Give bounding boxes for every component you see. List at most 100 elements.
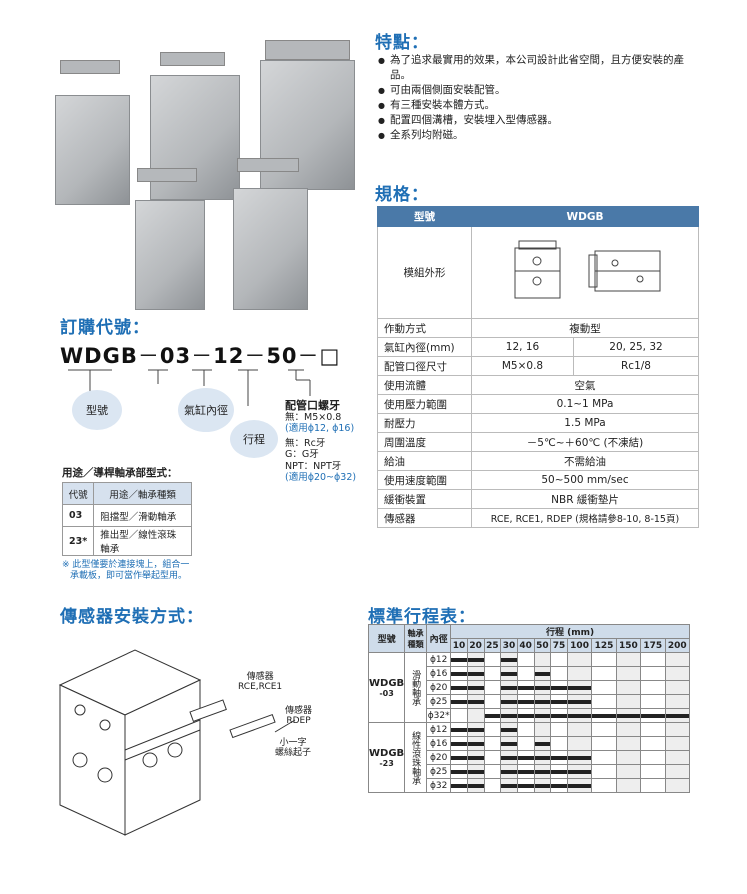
use-header-desc: 用途／軸承種類 [93,482,192,505]
stroke-mark [500,694,518,709]
stroke-mark [483,694,502,709]
stroke-mark [533,750,552,765]
spec-label: 使用速度範圍 [377,470,472,490]
stroke-bore-cell: ϕ12 [426,722,452,737]
stroke-mark [533,764,552,779]
stroke-mark [640,722,666,737]
stroke-mark [640,652,666,667]
stroke-mark [500,680,518,695]
stroke-mark [516,652,535,667]
stroke-mark [516,666,535,681]
stroke-mark [483,666,502,681]
stroke-mark [550,764,568,779]
stroke-bore-cell: ϕ16 [426,666,452,681]
stroke-bore-cell: ϕ16 [426,736,452,751]
stroke-mark [516,680,535,695]
order-title: 訂購代號： [60,318,150,338]
stroke-mark [591,666,617,681]
code-dash: － [191,344,214,368]
port-line: 無：M5×0.8 [285,411,342,423]
stroke-bore-cell: ϕ32 [426,778,452,793]
stroke-mark [500,666,518,681]
spec-label: 耐壓力 [377,413,472,433]
spec-value: 複動型 [471,318,699,338]
stroke-mark [533,722,552,737]
stroke-mark [591,680,617,695]
stroke-mark [466,680,485,695]
stroke-bearing-cell: 滑動軸承 [404,652,428,723]
stroke-mark [500,736,518,751]
spec-label: 傳感器 [377,508,472,528]
stroke-mark [550,680,568,695]
stroke-mark [500,764,518,779]
cylinder-photo-4 [135,200,205,310]
stroke-mark [466,764,485,779]
model-pill: 型號 [72,390,122,430]
stroke-mark [500,722,518,737]
stroke-mark [640,694,666,709]
stroke-mark [450,652,468,667]
use-code: 03 [61,504,95,527]
spec-value: 20, 25, 32 [573,337,699,357]
stroke-h-bearing: 軸承種類 [404,624,428,653]
stroke-mark [516,694,535,709]
use-desc: 推出型／線性滾珠軸承 [93,526,192,556]
sensor-label: 螺絲起子 [275,748,312,758]
port-line: G：G牙 [285,449,319,460]
stroke-col-header: 40 [516,638,535,653]
stroke-mark [500,750,518,765]
stroke-model-cell: WDGB-03 [367,652,406,723]
stroke-mark [550,652,568,667]
stroke-mark [533,694,552,709]
stroke-mark [516,708,535,723]
use-desc: 阻擋型／滑動軸承 [93,504,192,527]
stroke-h-model: 型號 [367,624,406,653]
stroke-mark [516,750,535,765]
stroke-bore-cell: ϕ12 [426,652,452,667]
cylinder-photo-5 [233,188,308,310]
spec-title: 規格： [375,185,429,205]
spec-value: －5℃~＋60℃ (不凍結) [471,432,699,452]
feature-item: 全系列均附磁。 [378,128,698,143]
stroke-mark [533,680,552,695]
stroke-mark [550,694,568,709]
stroke-mark [566,764,593,779]
stroke-mark [450,778,468,793]
stroke-mark [450,764,468,779]
stroke-mark [450,736,468,751]
stroke-mark [483,680,502,695]
stroke-mark [533,708,552,723]
stroke-mark [500,778,518,793]
stroke-bore-cell: ϕ20 [426,680,452,695]
sensor-label: 小一字 [279,738,307,748]
stroke-col-header: 150 [615,638,642,653]
spec-shape-label: 模組外形 [377,226,472,319]
sensor-title: 傳感器安裝方式： [60,607,204,627]
stroke-mark [591,736,617,751]
stroke-mark [483,722,502,737]
stroke-mark [500,708,518,723]
stroke-mark [500,652,518,667]
stroke-mark [566,694,593,709]
stroke-mark [566,708,593,723]
stroke-mark [550,736,568,751]
stroke-mark [550,708,568,723]
use-title: 用途／導桿軸承部型式： [62,467,178,479]
spec-value: 不需給油 [471,451,699,471]
code-bore: 12 [213,344,245,368]
stroke-col-header: 200 [664,638,690,653]
stroke-mark [450,722,468,737]
spec-header-wdgb: WDGB [471,206,699,227]
spec-value: 0.1~1 MPa [471,394,699,414]
spec-value: 50~500 mm/sec [471,470,699,490]
stroke-bore-cell: ϕ32* [426,708,452,723]
sensor-label-rce: 傳感器 RCE,RCE1 [238,672,282,692]
stroke-col-header: 50 [533,638,552,653]
stroke-mark [640,764,666,779]
stroke-mark [450,708,468,723]
stroke-mark [550,778,568,793]
stroke-mark [533,778,552,793]
stroke-mark [640,680,666,695]
stroke-mark [466,750,485,765]
